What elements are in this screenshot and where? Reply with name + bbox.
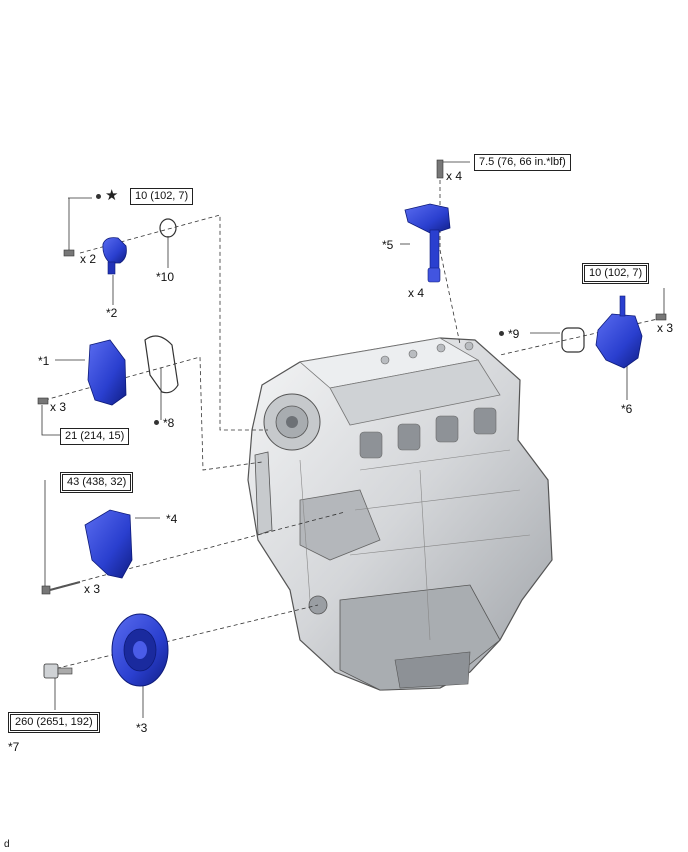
callout-10: *10 bbox=[156, 270, 175, 284]
star-icon: ★ bbox=[105, 187, 119, 204]
qty-coil-bolt: x 4 bbox=[446, 169, 463, 183]
cover-part-1 bbox=[87, 339, 127, 406]
engine-block bbox=[247, 337, 553, 691]
torque-pump-bolt: 10 (102, 7) bbox=[582, 263, 650, 284]
torque-coil-bolt: 7.5 (76, 66 in.*lbf) bbox=[474, 154, 571, 171]
dot-icon bbox=[96, 194, 101, 199]
torque-pulley-bolt: 260 (2651, 192) bbox=[8, 712, 100, 733]
bracket-part-4 bbox=[84, 509, 133, 579]
qty-bracket-bolt: x 3 bbox=[84, 582, 101, 596]
bracket-bolt-icon bbox=[41, 581, 81, 595]
callout-7: *7 bbox=[8, 740, 20, 754]
callout-2: *2 bbox=[106, 306, 118, 320]
callout-4: *4 bbox=[166, 512, 178, 526]
bolt-icon bbox=[63, 249, 75, 257]
pulley-bolt-part-7 bbox=[43, 663, 73, 679]
crank-pulley-part bbox=[111, 613, 169, 687]
callout-8: *8 bbox=[163, 416, 175, 430]
torque-sensor-bolt: 10 (102, 7) bbox=[130, 188, 194, 205]
qty-cover-bolt: x 3 bbox=[50, 400, 67, 414]
qty-sensor-bolt: x 2 bbox=[80, 252, 97, 266]
torque-cover-bolt: 21 (214, 15) bbox=[60, 428, 130, 445]
cover-bolt-icon bbox=[37, 397, 49, 405]
coil-bolt-icon bbox=[436, 159, 444, 179]
callout-1: *1 bbox=[38, 354, 50, 368]
corner-mark: d bbox=[4, 839, 10, 850]
pump-bolt-icon bbox=[655, 313, 667, 321]
solid-leaders bbox=[41, 161, 665, 718]
ignition-coil-part bbox=[404, 203, 451, 283]
dot-icon bbox=[154, 420, 159, 425]
torque-bracket-bolt: 43 (438, 32) bbox=[60, 472, 134, 493]
vacuum-pump-part bbox=[595, 295, 643, 369]
callout-6: *6 bbox=[621, 402, 633, 416]
o-ring-10-part bbox=[159, 218, 177, 238]
dot-icon bbox=[499, 331, 504, 336]
cam-position-sensor-part bbox=[102, 237, 127, 275]
callout-5: *5 bbox=[382, 238, 394, 252]
gasket-8-part bbox=[144, 335, 179, 394]
gasket-9-part bbox=[561, 327, 585, 353]
qty-pump-bolt: x 3 bbox=[657, 321, 674, 335]
callout-9: *9 bbox=[508, 327, 520, 341]
callout-3: *3 bbox=[136, 721, 148, 735]
qty-coil: x 4 bbox=[408, 286, 425, 300]
